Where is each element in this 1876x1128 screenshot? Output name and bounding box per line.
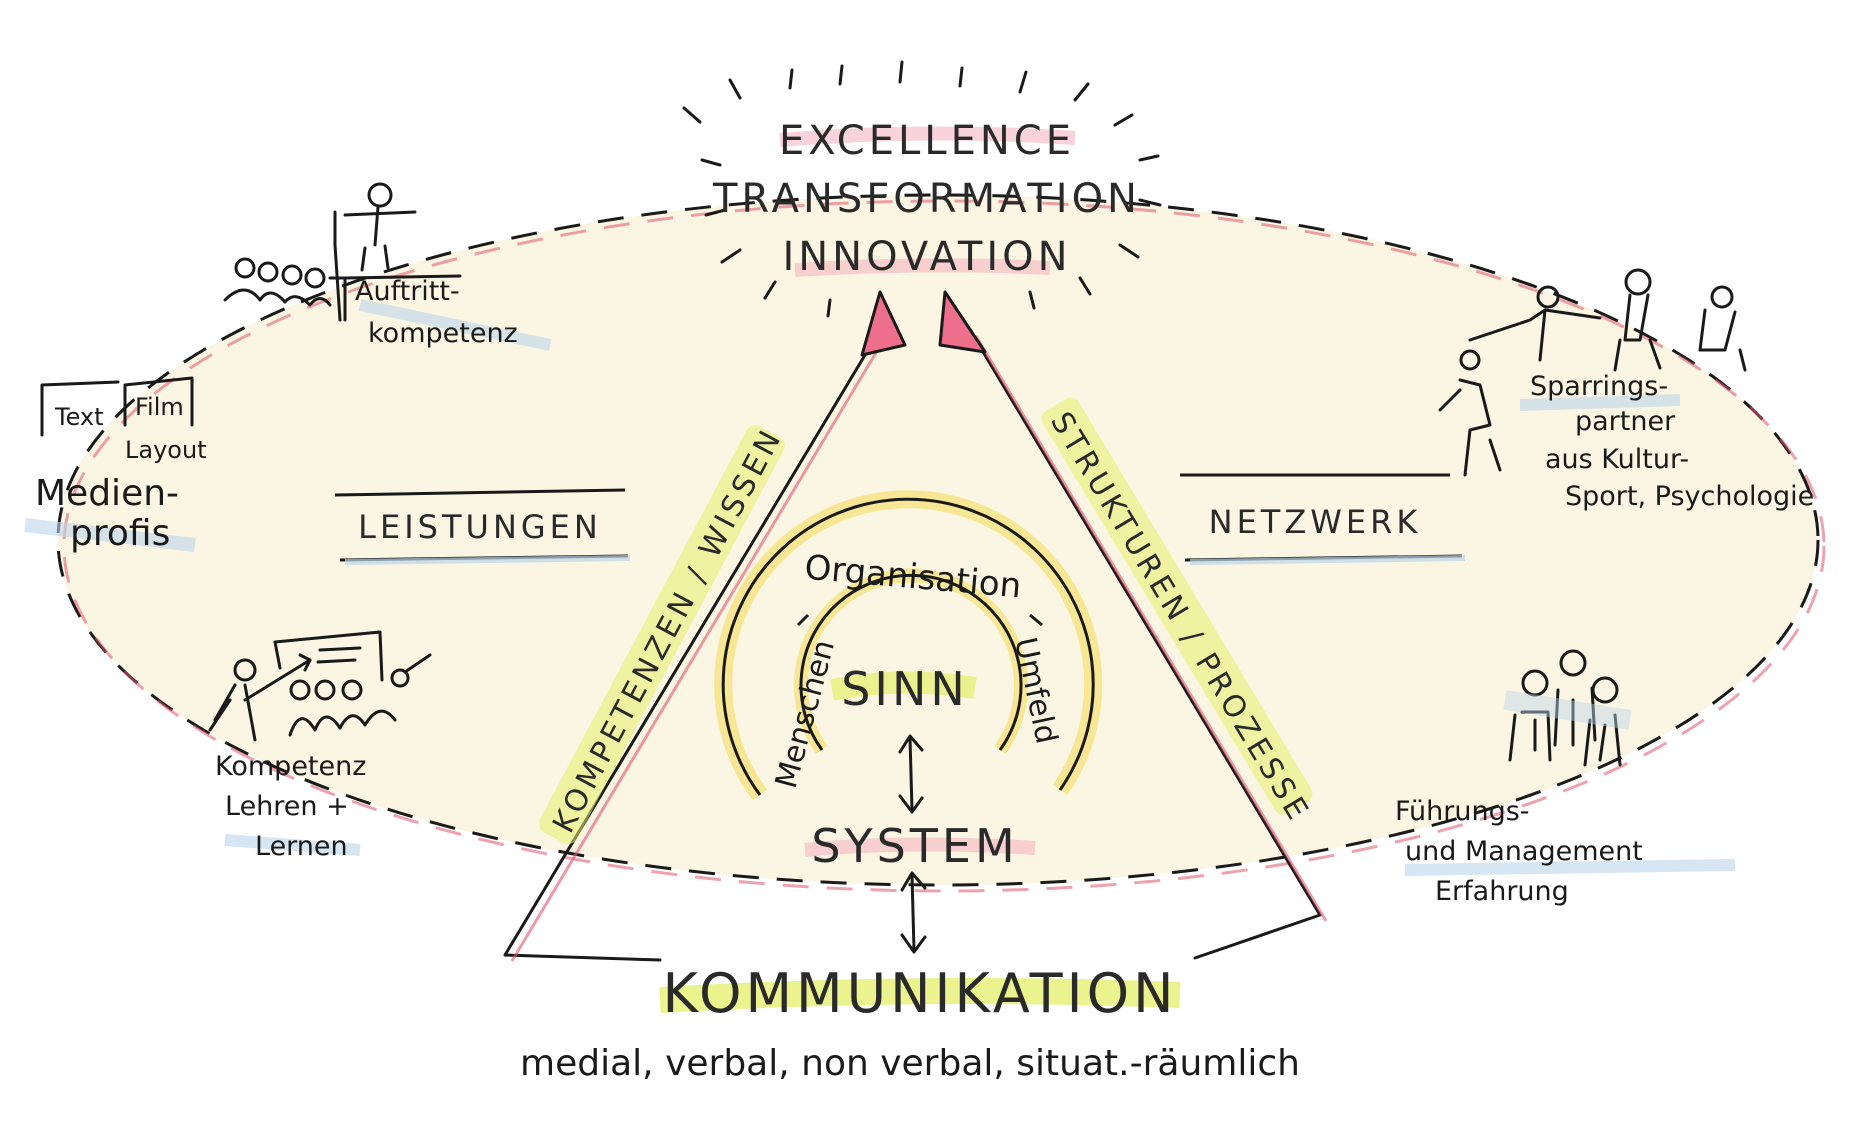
teaching-label-line2: Lehren + [225, 791, 349, 822]
bottom-kommunikation-title: KOMMUNIKATION [662, 962, 1177, 1025]
media-text-highlight [24, 518, 196, 552]
media-box-text: Text [54, 403, 104, 431]
media-icon [40, 376, 194, 437]
highlight-innovation [794, 258, 1051, 277]
highlight-excellence [779, 126, 1076, 147]
top-excellence-text: EXCELLENCE [779, 118, 1075, 164]
double-arrow-system-kommunikation [900, 871, 927, 954]
center-sinn-label: SINN [841, 662, 969, 716]
teaching-icon [208, 630, 432, 742]
sinn-highlight [829, 671, 977, 701]
stage-label-line2: kompetenz [368, 318, 518, 349]
triangle [503, 328, 1328, 962]
right-side-highlight [1041, 397, 1313, 815]
dashed-ellipse-outline [56, 193, 1820, 887]
netzwerk-block: NETZWERK [1180, 473, 1466, 565]
leistungen-block: LEISTUNGEN [334, 488, 631, 565]
leadership-label-line3: Erfahrung [1435, 876, 1569, 907]
teaching-text-highlight [224, 834, 361, 856]
background-ellipse [58, 195, 1818, 885]
audience-icon [223, 257, 332, 307]
sparring-label-line1: Sparrings- [1530, 371, 1668, 402]
teaching-label-line3: Lernen [255, 831, 348, 862]
system-highlight [804, 837, 1036, 857]
bottom-channels-subtitle: medial, verbal, non verbal, situat.-räum… [520, 1043, 1300, 1084]
top-innovation-text: INNOVATION [782, 234, 1071, 280]
stage-label-line1: Auftritt- [355, 276, 460, 307]
double-arrow-sinn-system [898, 734, 924, 814]
media-box-film: Film [135, 393, 184, 421]
left-side-highlight [538, 425, 785, 845]
teaching-label-line1: Kompetenz [215, 751, 366, 782]
arrowhead-left [860, 290, 907, 357]
leadership-people-icon [1508, 649, 1622, 767]
kommunikation-highlight [659, 978, 1181, 1013]
stage-text-highlight [358, 299, 552, 351]
leadership-people-shadow [1503, 690, 1632, 730]
sparring-label-line4: Sport, Psychologie [1565, 481, 1814, 512]
dashed-ellipse-pink-shadow [62, 199, 1826, 893]
media-box-layout: Layout [125, 436, 207, 464]
leadership-text-highlight [1404, 859, 1736, 876]
top-transformation-text: TRANSFORMATION [712, 176, 1141, 222]
media-label-line1: Medien- [35, 473, 179, 514]
stage-figure-icon [328, 182, 462, 322]
arrowhead-right [938, 290, 987, 354]
glow-burst [682, 60, 1162, 318]
center-rings [714, 490, 1103, 801]
sparring-label-line3: aus Kultur- [1545, 444, 1689, 475]
leadership-label-line2: und Management [1405, 836, 1643, 867]
media-label-line2: profis [70, 513, 170, 554]
netzwerk-title: NETZWERK [1209, 503, 1422, 541]
leistungen-title: LEISTUNGEN [358, 508, 602, 546]
sparring-text-highlight [1519, 394, 1681, 411]
sparring-partners-icon [1438, 268, 1747, 477]
leadership-label-line1: Führungs- [1395, 796, 1530, 827]
center-system-label: SYSTEM [811, 819, 1018, 873]
sparring-label-line2: partner [1575, 406, 1676, 437]
